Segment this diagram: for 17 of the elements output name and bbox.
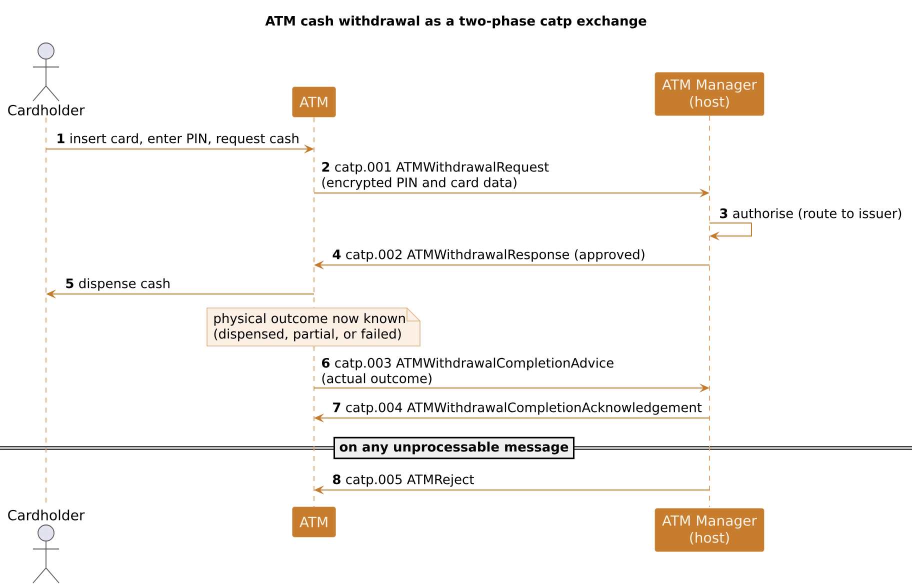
note-box: physical outcome now known (dispensed, partial, or failed) <box>206 308 420 346</box>
title: ATM cash withdrawal as a two-phase catp exchange <box>265 16 646 28</box>
message-label: 4 catp.002 ATMWithdrawalResponse (approved) <box>331 248 646 263</box>
message-arrow <box>709 222 752 241</box>
participant-box: ATM Manager (host) <box>654 508 764 552</box>
participant-box: ATM Manager (host) <box>654 72 764 116</box>
message-label: 1 insert card, enter PIN, request cash <box>55 132 300 147</box>
message-label: 6 catp.003 ATMWithdrawalCompletionAdvice (actual outcome) <box>320 356 616 386</box>
message-label: 5 dispense cash <box>64 277 172 292</box>
message-label: 3 authorise (route to issuer) <box>718 207 904 221</box>
participant-name: Cardholder <box>8 510 85 520</box>
message-label: 2 catp.001 ATMWithdrawalRequest (encrypted PIN and card data) <box>320 160 550 191</box>
message-label: 7 catp.004 ATMWithdrawalCompletionAcknowledgement <box>331 401 703 416</box>
participant-name: Cardholder <box>8 104 85 116</box>
message-label: 8 catp.005 ATMReject <box>331 473 476 488</box>
participant-box: ATM <box>292 86 336 118</box>
participant-box: ATM <box>292 506 336 538</box>
